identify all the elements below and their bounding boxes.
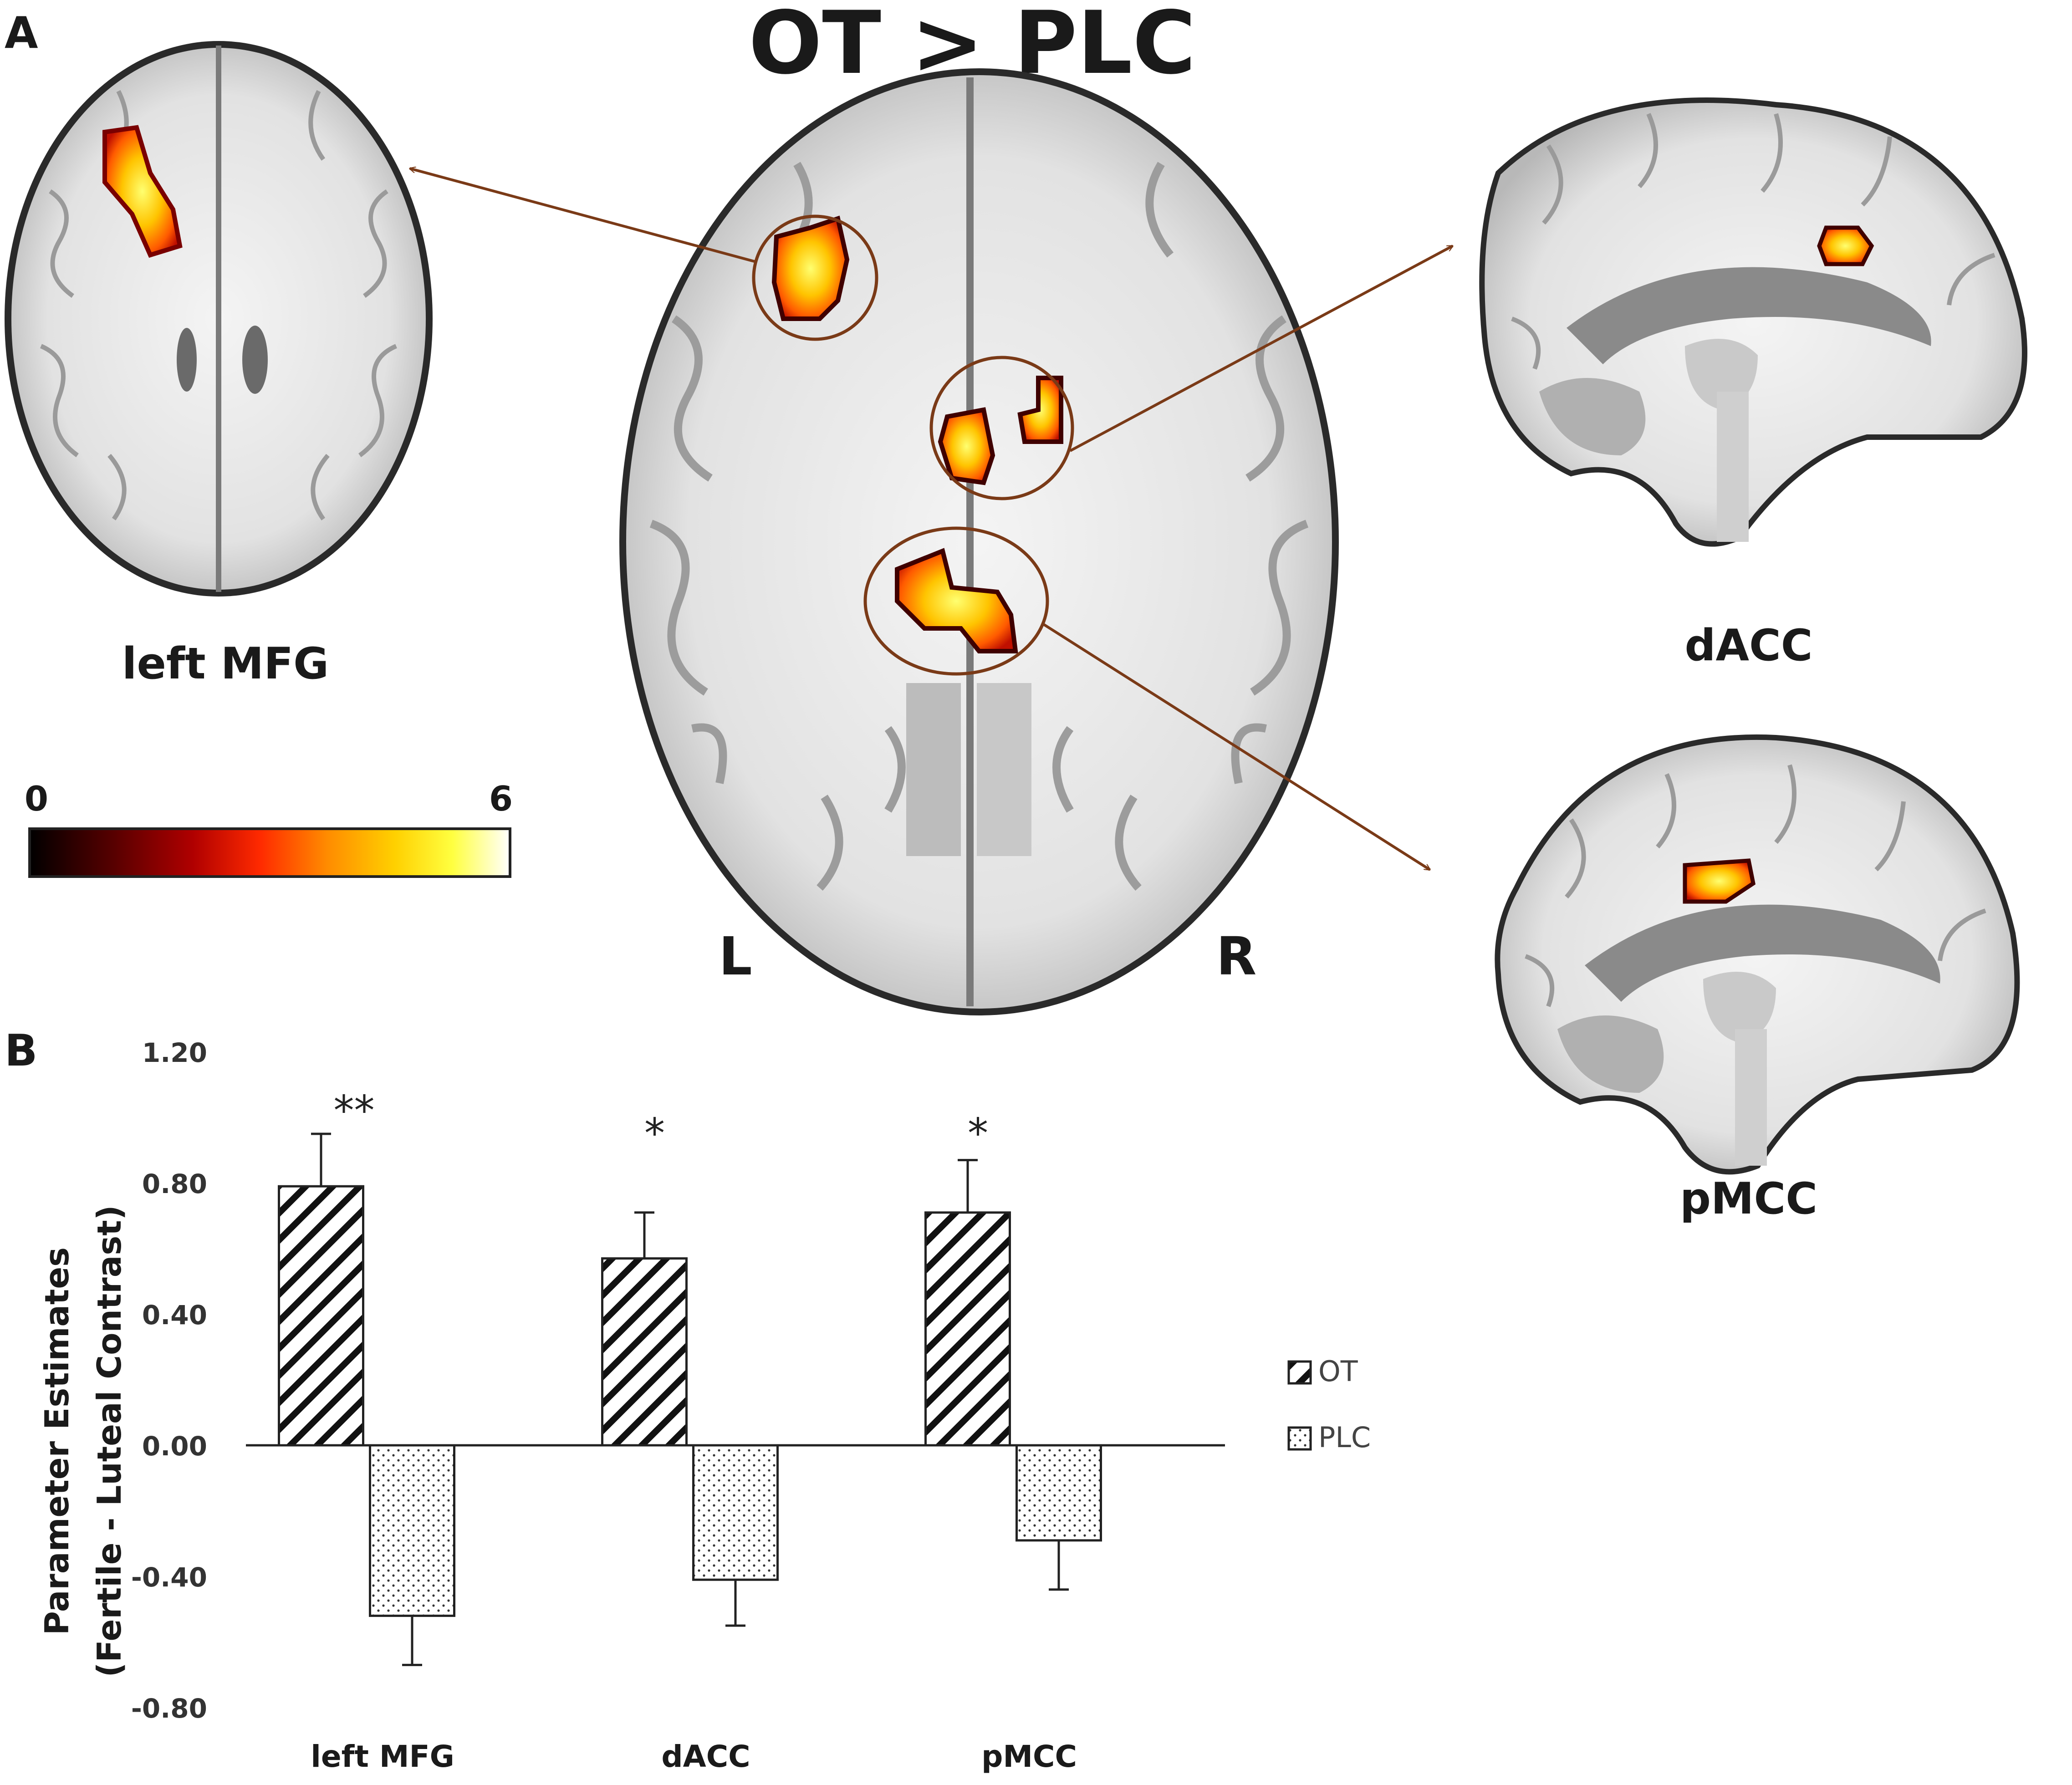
panel-b-label: B	[5, 1026, 37, 1076]
dacc-sagittal-brain-image	[1479, 97, 2027, 547]
legend-label-plc: PLC	[1318, 1421, 1371, 1454]
bar-ot	[278, 1185, 364, 1447]
connector-arrows	[410, 168, 1453, 871]
bar-ot	[924, 1211, 1011, 1447]
x-category-label: pMCC	[981, 1739, 1077, 1774]
pmcc-label: pMCC	[1680, 1174, 1817, 1224]
roi-circle-dacc	[929, 356, 1074, 500]
legend-swatch-ot	[1287, 1360, 1312, 1385]
panel-a-label: A	[5, 8, 38, 58]
left-mfg-brain-image	[5, 41, 433, 597]
legend-label-ot: OT	[1318, 1355, 1358, 1388]
significance-marker: *	[644, 1110, 665, 1158]
colorbar-max-label: 6	[489, 779, 513, 819]
bar-plc	[692, 1444, 779, 1581]
y-tick-label: 0.40	[142, 1300, 207, 1331]
pmcc-sagittal-brain-image	[1495, 734, 2020, 1175]
x-category-label: dACC	[661, 1739, 750, 1774]
roi-circle-mfg	[752, 214, 878, 341]
x-category-label: left MFG	[311, 1739, 454, 1774]
significance-marker: *	[968, 1110, 988, 1158]
arrow-to-pmcc	[1042, 622, 1430, 871]
legend-swatch-plc	[1287, 1426, 1312, 1451]
roi-circle-pmcc	[863, 526, 1049, 676]
y-axis-label-line1: Parameter Estimates	[38, 1247, 76, 1635]
bar-plc	[369, 1444, 455, 1617]
y-tick-label: 0.80	[142, 1168, 207, 1199]
arrow-to-left-mfg	[410, 168, 756, 263]
y-tick-label: -0.40	[131, 1562, 207, 1593]
hemisphere-right-label: R	[1216, 926, 1257, 987]
roi-circles	[752, 214, 1074, 676]
significance-marker: **	[334, 1087, 375, 1135]
bar-plc	[1016, 1444, 1102, 1542]
hemisphere-left-label: L	[719, 926, 752, 987]
bar-ot	[601, 1257, 688, 1447]
legend: OT PLC	[1287, 1355, 1371, 1454]
y-tick-label: 1.20	[142, 1037, 207, 1068]
dacc-label: dACC	[1685, 621, 1813, 671]
y-tick-label: -0.80	[131, 1693, 207, 1724]
y-tick-label: 0.00	[142, 1431, 207, 1462]
left-mfg-label: left MFG	[122, 639, 329, 689]
center-axial-brain-image	[619, 68, 1339, 1015]
colorbar	[28, 827, 511, 878]
colorbar-min-label: 0	[25, 779, 48, 819]
y-axis-label-line2: (Fertile - Luteal Contrast)	[90, 1205, 128, 1677]
arrow-to-dacc	[1069, 245, 1453, 452]
